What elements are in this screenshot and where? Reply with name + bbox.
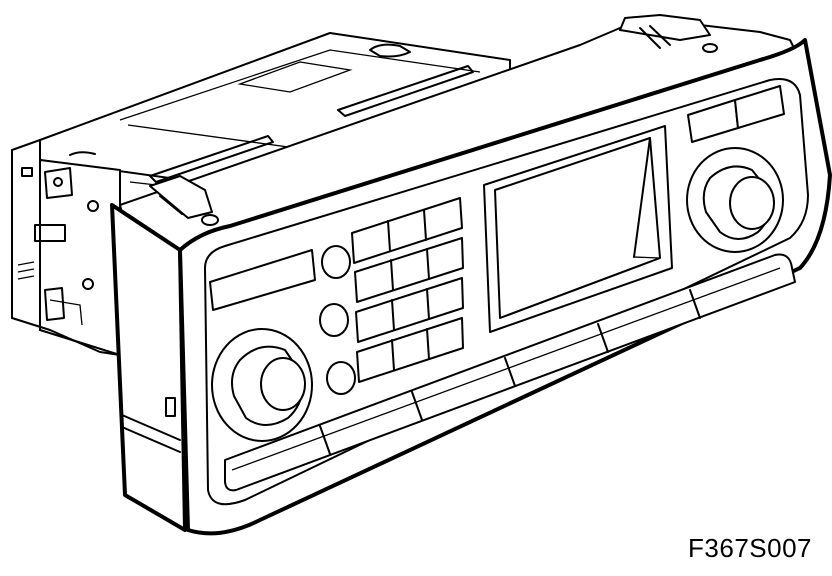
chassis-slot-3	[369, 43, 411, 58]
right-knob-ring	[686, 147, 784, 253]
side-latch	[165, 397, 176, 417]
top-right-button-2[interactable]	[734, 85, 785, 129]
round-button-2[interactable]	[319, 303, 349, 337]
side-bracket	[44, 167, 73, 199]
left-display-slot	[209, 249, 316, 311]
keypad	[351, 197, 464, 383]
bezel-left-side	[110, 203, 187, 532]
round-buttons	[319, 245, 356, 395]
side-screw-2	[82, 278, 94, 290]
top-right-buttons	[687, 85, 785, 143]
rear-chassis	[11, 32, 511, 356]
round-button-3[interactable]	[326, 361, 356, 395]
side-connector	[34, 224, 66, 242]
chassis-side-plate	[11, 139, 121, 356]
side-hole-1	[21, 167, 33, 177]
clip-hole-left	[201, 214, 219, 226]
chassis-slot-1	[337, 65, 474, 117]
chassis-slot-2	[149, 135, 274, 183]
right-knob-assembly	[686, 147, 784, 253]
left-knob-cap[interactable]	[260, 357, 306, 411]
top-clip-right	[619, 14, 711, 41]
left-knob-assembly	[211, 328, 313, 442]
right-knob-cap[interactable]	[729, 176, 775, 230]
bottom-button-strip	[224, 253, 796, 492]
left-knob-ring	[211, 328, 313, 442]
round-button-1[interactable]	[321, 245, 351, 279]
clip-hole-right	[702, 43, 718, 53]
side-screw-1	[87, 200, 99, 212]
bezel-inner-panel	[204, 78, 809, 506]
figure-code-label: F367S007	[688, 533, 812, 563]
display-window	[483, 125, 673, 333]
